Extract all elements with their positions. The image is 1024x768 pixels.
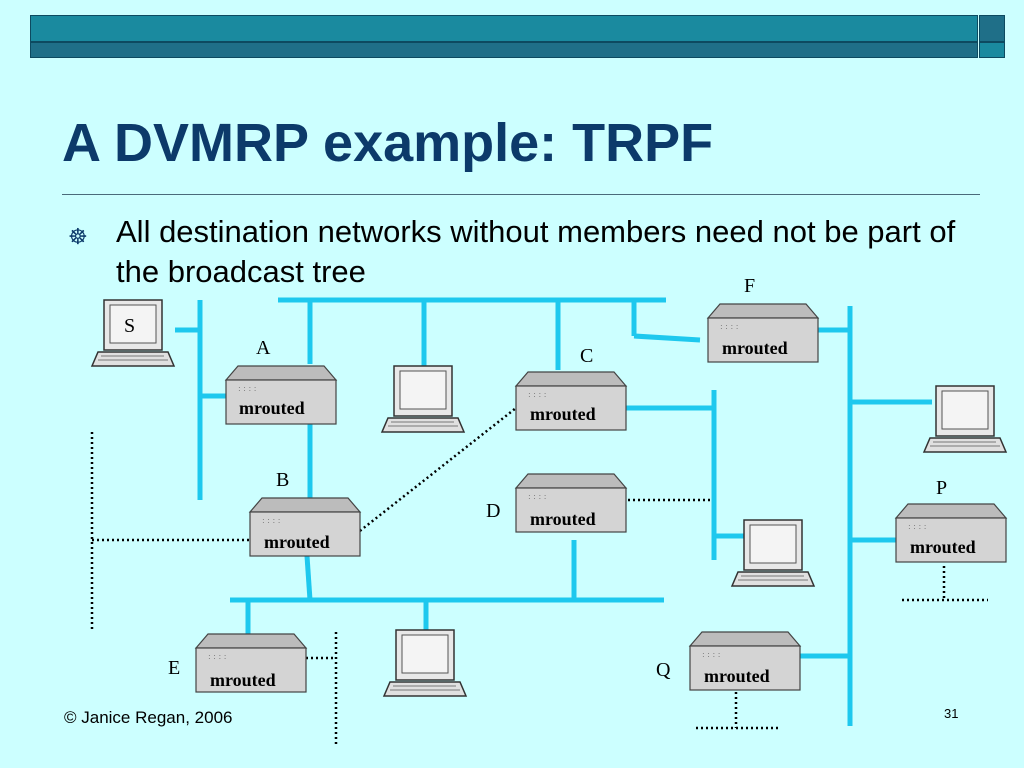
router-label: E: [168, 657, 180, 679]
host-laptop: [731, 519, 815, 587]
host-laptop: [381, 365, 465, 433]
router-label: P: [936, 477, 947, 499]
router-q: mrouted Q: [656, 631, 801, 691]
router-label: A: [256, 337, 271, 359]
copyright-footer: © Janice Regan, 2006: [64, 708, 233, 727]
dotted-links: [90, 407, 988, 744]
router-e: mrouted E: [168, 633, 307, 693]
links: [175, 297, 932, 726]
host-laptop: [923, 385, 1007, 453]
host-laptop: [383, 629, 467, 697]
slide-number: 31: [944, 706, 959, 721]
svg-text:mrouted: mrouted: [530, 509, 596, 529]
bullet-icon: ☸: [68, 224, 88, 249]
header-square-secondary: [979, 42, 1005, 58]
router-a: mrouted A: [225, 337, 337, 425]
router-label: C: [580, 345, 593, 367]
slide-title: A DVMRP example: TRPF: [62, 113, 714, 173]
router-c: mrouted C: [515, 345, 627, 431]
bullet-text: All destination networks without members…: [116, 214, 956, 289]
svg-text:mrouted: mrouted: [530, 404, 596, 424]
header-square: [979, 15, 1005, 42]
router-label: Q: [656, 659, 671, 681]
header-bar-secondary: [30, 42, 978, 58]
svg-text:mrouted: mrouted: [722, 338, 788, 358]
svg-text:mrouted: mrouted: [239, 398, 305, 418]
svg-text:mrouted: mrouted: [264, 532, 330, 552]
router-label: D: [486, 500, 500, 522]
router-d: mrouted D: [486, 473, 627, 533]
router-b: mrouted B: [249, 469, 361, 557]
title-divider: [62, 194, 980, 195]
router-f: mrouted F: [707, 275, 819, 363]
router-label: F: [744, 275, 755, 297]
svg-text:mrouted: mrouted: [704, 666, 770, 686]
router-label: B: [276, 469, 289, 491]
svg-text:mrouted: mrouted: [910, 537, 976, 557]
source-host-label: S: [124, 315, 135, 337]
svg-text:mrouted: mrouted: [210, 670, 276, 690]
header-bar: [30, 15, 978, 42]
router-p: mrouted P: [895, 477, 1007, 563]
